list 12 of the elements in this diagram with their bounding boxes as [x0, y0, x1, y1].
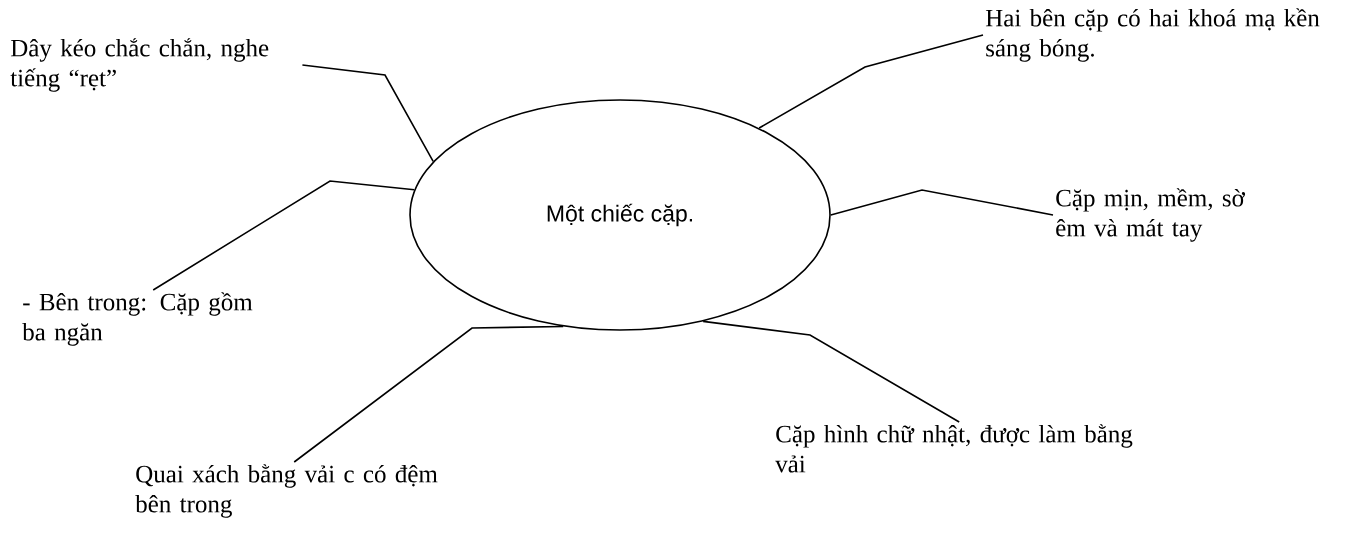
connector-line [830, 189, 1054, 216]
connector-line [293, 325, 564, 463]
connector-line [758, 34, 984, 129]
text-label: Cặp mịn, mềm, sờ êm và mát tay [1056, 188, 1246, 242]
text-label: - Bên trong: Cặp gồm ba ngăn [22, 292, 253, 346]
text-label: Quai xách bằng vải c có đệm bên trong [135, 464, 438, 518]
connector-line [301, 64, 434, 163]
connector-line [152, 180, 416, 291]
text-label: Hai bên cặp có hai khoá mạ kền sáng bóng. [985, 8, 1320, 62]
connector-line [702, 320, 960, 423]
text-label: Dây kéo chắc chắn, nghe tiếng “rẹt” [10, 38, 269, 92]
text-label: Cặp hình chữ nhật, được làm bằng vải [775, 424, 1133, 473]
